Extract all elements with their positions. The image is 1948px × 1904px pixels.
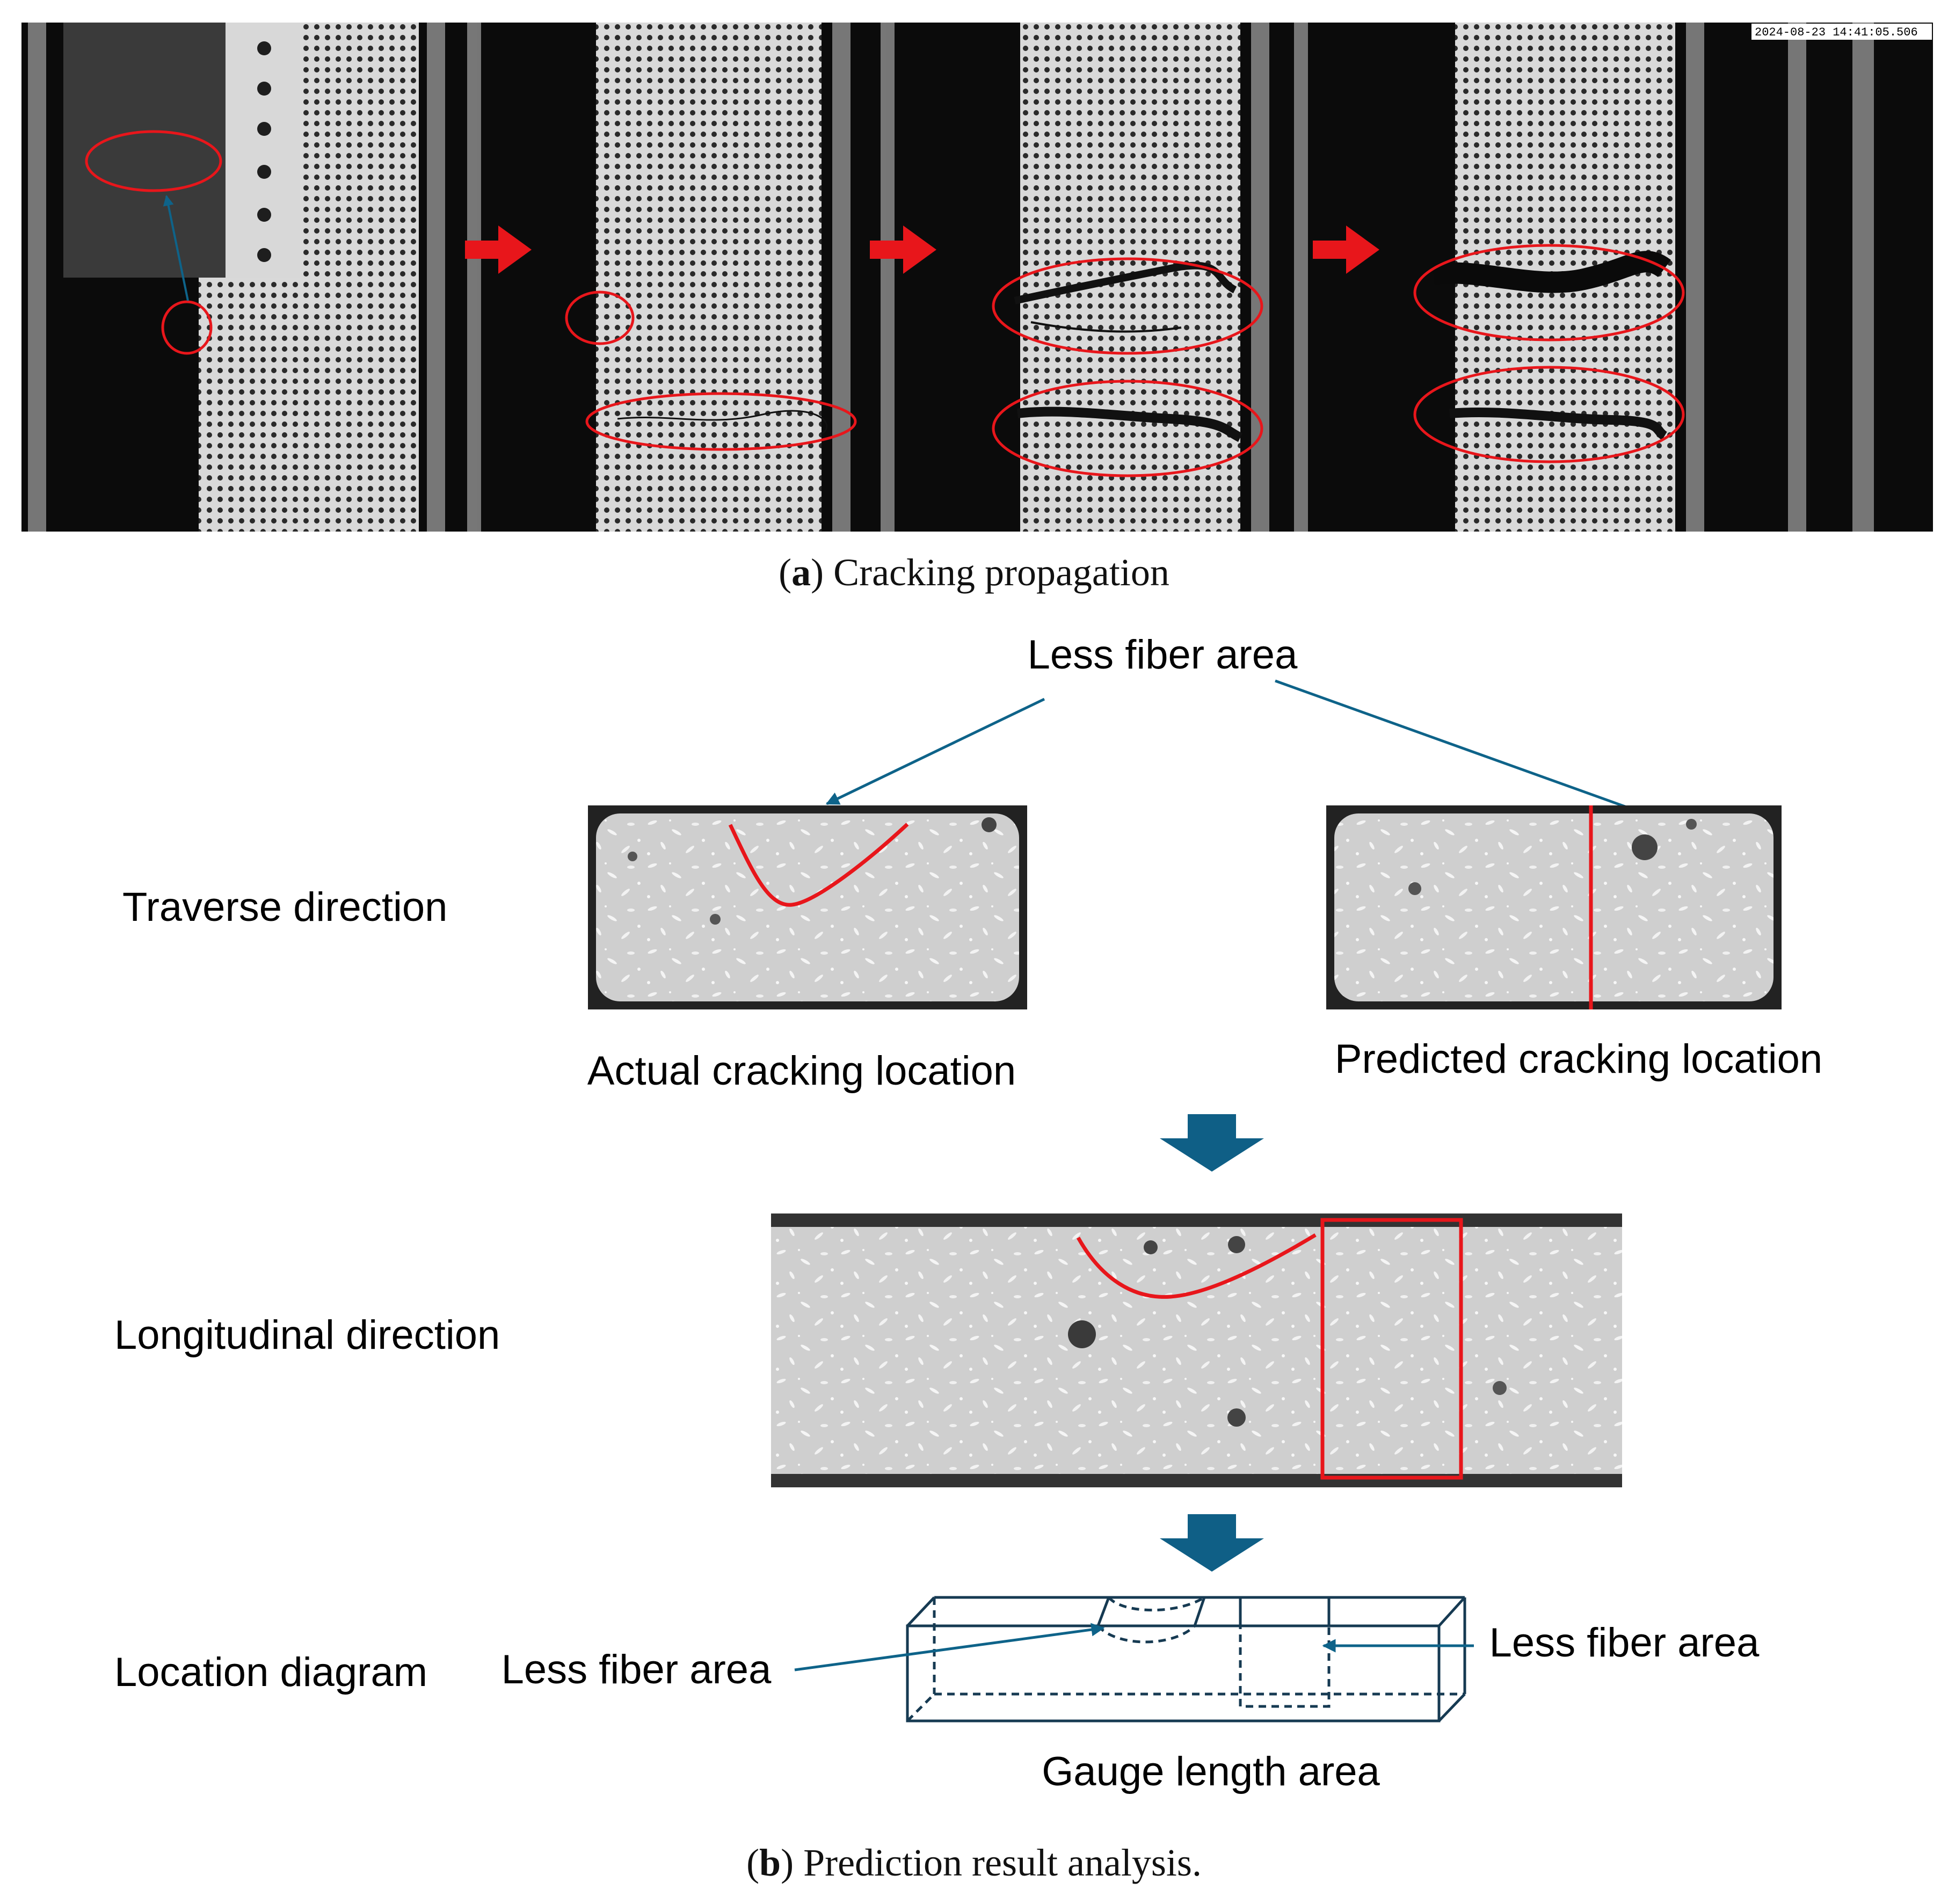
progress-arrow	[1313, 226, 1379, 274]
crack-curve	[728, 823, 909, 907]
diagram-right-callout: Less fiber area	[1489, 1620, 1760, 1666]
highlight-ellipse	[565, 290, 635, 345]
crack-line	[1030, 321, 1182, 333]
crack-line	[1014, 261, 1237, 304]
location-box-diagram	[906, 1596, 1466, 1723]
highlight-ellipse	[1413, 244, 1685, 341]
caption-b: (b) Prediction result analysis.	[746, 1841, 1202, 1884]
gauge-length-label: Gauge length area	[1042, 1749, 1380, 1794]
crack-line	[1449, 407, 1668, 440]
highlight-ellipse	[161, 300, 213, 355]
highlight-ellipse	[992, 257, 1263, 355]
ct-slice-longitudinal	[771, 1213, 1622, 1487]
row-label-longitudinal: Longitudinal direction	[114, 1312, 500, 1358]
callout-arrow	[825, 697, 1045, 805]
top-callout-label: Less fiber area	[1028, 632, 1298, 678]
timestamp: 2024-08-23 14:41:05.506	[1755, 26, 1918, 39]
crack-curve	[1076, 1233, 1317, 1299]
diagram-left-callout: Less fiber area	[501, 1647, 772, 1692]
actual-cracking-label: Actual cracking location	[587, 1048, 1016, 1094]
down-arrow	[1160, 1514, 1264, 1572]
crack-line	[1432, 251, 1671, 293]
row-label-location: Location diagram	[114, 1649, 427, 1695]
crack-line	[617, 410, 828, 435]
ct-slice-predicted	[1326, 805, 1782, 1009]
progress-arrow	[465, 226, 532, 274]
crack-line	[1016, 406, 1243, 442]
progress-arrow	[870, 226, 936, 274]
caption-a: (a) Cracking propagation	[779, 551, 1169, 594]
highlight-ellipse	[1413, 366, 1685, 463]
predicted-cracking-label: Predicted cracking location	[1335, 1036, 1822, 1082]
highlight-ellipse	[585, 392, 857, 451]
zoom-arrow	[163, 195, 189, 301]
specimen-frame-2	[596, 23, 822, 532]
row-label-traverse: Traverse direction	[122, 884, 447, 930]
predicted-region-box	[1320, 1218, 1463, 1480]
highlight-ellipse	[992, 380, 1263, 477]
ct-slice-actual	[588, 805, 1027, 1009]
panel-a-photo: 2024-08-23 14:41:05.506	[21, 23, 1933, 532]
highlight-ellipse	[85, 130, 222, 192]
down-arrow	[1160, 1114, 1264, 1172]
callout-arrow	[794, 1623, 1105, 1672]
